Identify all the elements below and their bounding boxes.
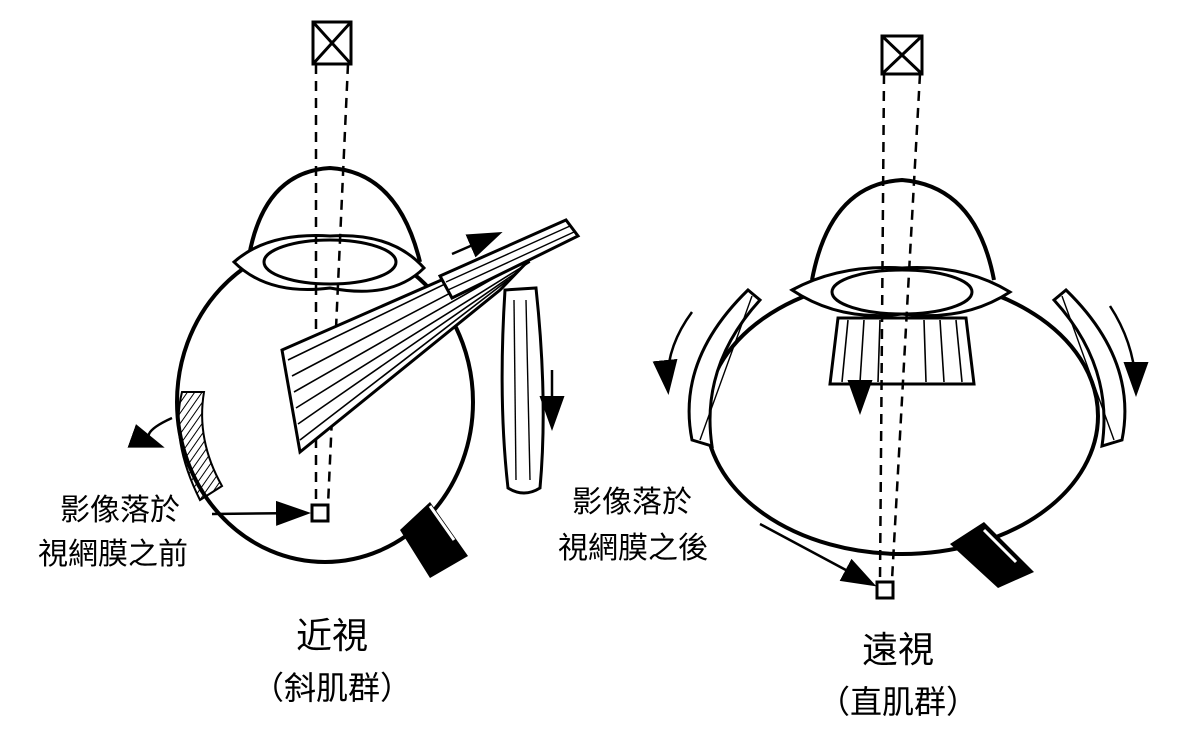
- object-box-left: [313, 22, 351, 64]
- ciliary-muscle: [830, 318, 974, 384]
- image-point-right: [877, 582, 893, 598]
- hyperopia-title: 遠視: [862, 628, 934, 673]
- pull-arrow-up-left: [452, 234, 498, 254]
- myopia-eye: [148, 22, 578, 578]
- hyperopia-note-line2: 視網膜之後: [558, 530, 708, 568]
- cornea-right: [812, 180, 994, 280]
- object-box-right: [882, 36, 922, 74]
- hanging-muscle: [502, 288, 543, 493]
- image-point-left: [312, 505, 328, 521]
- rotation-arrow-left: [148, 418, 172, 446]
- hyperopia-subtitle: （直肌群）: [818, 682, 978, 722]
- myopia-subtitle: （斜肌群）: [252, 668, 412, 708]
- hyperopia-note-line1: 影像落於: [572, 484, 692, 522]
- myopia-title: 近視: [296, 614, 368, 659]
- pointer-arrow-left: [212, 513, 306, 514]
- lens-right: [832, 270, 972, 314]
- myopia-note-line1: 影像落於: [60, 492, 180, 530]
- hyperopia-eye: [668, 36, 1137, 598]
- myopia-note-line2: 視網膜之前: [38, 536, 188, 574]
- rotation-arrow-right-a: [668, 312, 693, 390]
- lens-left: [264, 240, 396, 284]
